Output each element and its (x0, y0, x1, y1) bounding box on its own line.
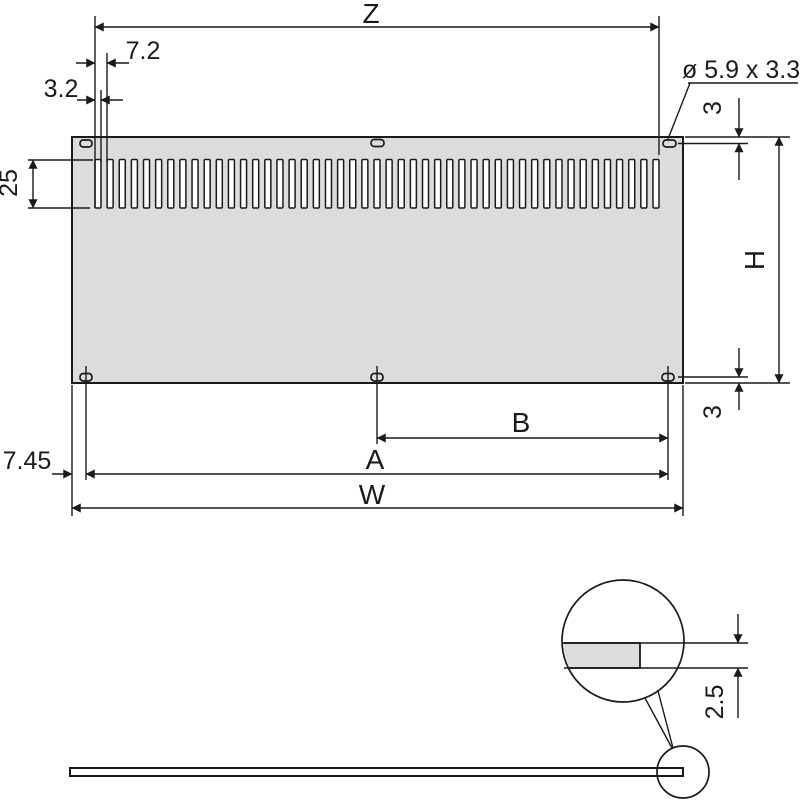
vent-slot (530, 158, 539, 209)
vent-slot (288, 158, 296, 209)
mounting-hole-top-left (79, 139, 93, 148)
vent-slot (506, 158, 515, 209)
vent-slot (276, 158, 284, 209)
vent-slot (446, 158, 454, 209)
vent-slots (94, 158, 660, 209)
vent-slot (215, 158, 224, 209)
dim-panel-height: H (739, 136, 784, 384)
vent-slot (567, 158, 575, 209)
vent-slot (264, 158, 272, 209)
dim-panel-height-label: H (739, 250, 770, 270)
dim-slot-width: 3.2 (44, 75, 123, 105)
dim-hole-callout: ø 5.9 x 3.3 (667, 56, 800, 140)
dim-hole-edge-offset: 7.45 (3, 447, 73, 479)
vent-slot (373, 158, 381, 209)
vent-slot (579, 158, 587, 209)
vent-slot (421, 158, 430, 209)
vent-slot (130, 158, 139, 209)
dim-w: W (71, 479, 684, 513)
vent-slot (409, 158, 418, 209)
detail-leader-right (657, 690, 674, 749)
detail-circle (561, 579, 685, 703)
vent-slot (543, 158, 551, 209)
dim-b: B (376, 407, 669, 443)
vent-slot (640, 158, 648, 209)
vent-slot (615, 158, 624, 209)
vent-slot (336, 158, 345, 209)
vent-slot (154, 158, 163, 209)
dim-hole-edge-offset-label: 7.45 (3, 447, 52, 475)
vent-slot (652, 158, 660, 209)
hole-size-label: ø 5.9 x 3.3 (682, 56, 800, 84)
side-view: 2.5 (69, 579, 748, 799)
dim-w-label: W (359, 479, 386, 510)
vent-slot (627, 158, 636, 209)
vent-slot (361, 158, 369, 209)
vent-slot (518, 158, 527, 209)
dim-slot-pitch-label: 7.2 (126, 37, 161, 65)
vent-slot (312, 158, 321, 209)
detail-leader-left (644, 697, 673, 749)
dimensions: Z 7.2 3.2 25 ø 5.9 x 3.3 3 (0, 0, 800, 513)
dim-slot-height-label: 25 (0, 169, 23, 197)
dim-hole-offset-top: 3 (699, 98, 744, 180)
vent-slot (251, 158, 260, 209)
vent-slot (167, 158, 175, 209)
vent-slot (191, 158, 199, 209)
dim-slot-height: 25 (0, 159, 38, 209)
vent-slot (591, 158, 600, 209)
detail-source-circle (656, 745, 710, 799)
vent-slot (203, 158, 211, 209)
vent-slot (106, 158, 114, 209)
dim-panel-thickness-label: 2.5 (701, 685, 729, 720)
vent-slot (603, 158, 612, 209)
vent-slot (482, 158, 490, 209)
vent-slot (227, 158, 236, 209)
vent-slot (494, 158, 503, 209)
dim-slot-pitch: 7.2 (76, 37, 161, 68)
vent-slot (118, 158, 127, 209)
vent-slot (385, 158, 393, 209)
dim-a-label: A (366, 444, 385, 475)
mounting-hole-top-right (662, 139, 677, 148)
vent-slot (555, 158, 563, 209)
dim-a: A (85, 444, 669, 479)
dim-hole-offset-top-label: 3 (699, 101, 727, 115)
vent-slot (94, 158, 102, 209)
vent-slot (324, 158, 333, 209)
panel-side-view (69, 767, 684, 777)
vent-slot (142, 158, 151, 209)
dim-panel-thickness: 2.5 (701, 614, 743, 720)
vent-slot (239, 158, 248, 209)
vent-slot (458, 158, 466, 209)
dim-hole-offset-bottom-label: 3 (699, 405, 727, 419)
dim-z-label: Z (362, 0, 379, 29)
dim-slot-width-label: 3.2 (44, 75, 79, 103)
dim-z: Z (94, 0, 660, 32)
vent-slot (179, 158, 187, 209)
dim-b-label: B (512, 407, 531, 438)
vent-slot (300, 158, 308, 209)
dim-hole-offset-bottom: 3 (699, 348, 744, 419)
vent-slot (470, 158, 478, 209)
vent-slot (397, 158, 405, 209)
front-view (71, 136, 684, 384)
mounting-hole-top-middle (370, 138, 385, 148)
vent-slot (348, 158, 357, 209)
vent-slot (433, 158, 442, 209)
detail-cross-section (563, 642, 641, 669)
